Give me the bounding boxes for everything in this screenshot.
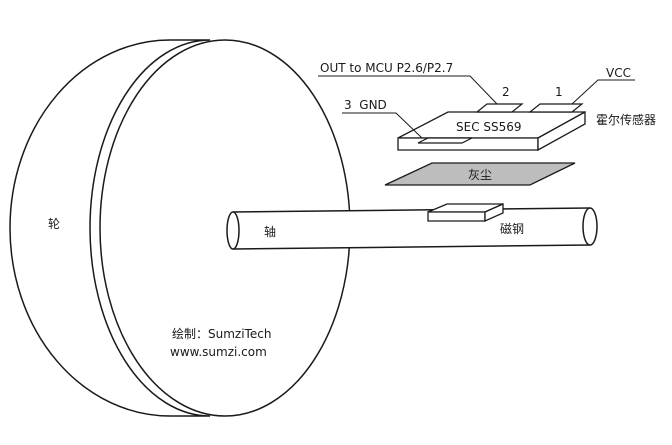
sensor-name-label: 霍尔传感器 xyxy=(596,112,656,127)
shaft-body xyxy=(233,208,590,249)
leader-pin1 xyxy=(571,79,635,105)
wheel-label: 轮 xyxy=(48,217,60,231)
pin-2 xyxy=(475,103,524,113)
credit-website: www.sumzi.com xyxy=(170,345,267,359)
magnet xyxy=(427,202,504,223)
sensor-side xyxy=(537,110,586,152)
wheel-back-rim xyxy=(9,39,211,417)
pin3-label: 3 GND xyxy=(344,98,387,112)
leader-gnd xyxy=(342,112,423,139)
credit-author: 绘制：SumziTech xyxy=(172,326,271,341)
dust-label: 灰尘 xyxy=(468,168,492,182)
pin1-number: 1 xyxy=(555,85,563,99)
shaft xyxy=(226,207,598,250)
pin-3 xyxy=(417,137,473,144)
magnet-label: 磁钢 xyxy=(500,221,524,236)
wheel xyxy=(9,39,351,417)
shaft-label: 轴 xyxy=(264,224,276,239)
leader-lines xyxy=(318,75,635,139)
pin2-signal-label: OUT to MCU P2.6/P2.7 xyxy=(320,61,453,75)
sensor-chip-label: SEC SS569 xyxy=(456,120,522,134)
pin-1 xyxy=(528,103,584,113)
dust-layer xyxy=(384,162,576,186)
pin2-number: 2 xyxy=(502,85,510,99)
pin1-signal-label: VCC xyxy=(606,66,631,80)
shaft-right-end xyxy=(582,207,598,246)
leader-pin2 xyxy=(318,75,498,105)
hall-sensor xyxy=(397,103,586,152)
shaft-left-end xyxy=(226,211,240,250)
